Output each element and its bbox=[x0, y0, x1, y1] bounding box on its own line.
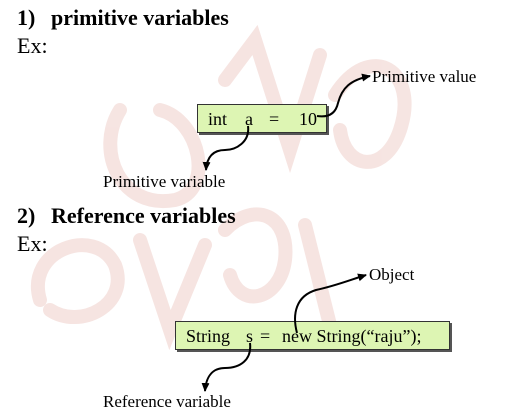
section-2-heading: 2) Reference variables bbox=[17, 205, 236, 227]
reference-variable-label: Reference variable bbox=[103, 392, 231, 411]
primitive-variable-label: Primitive variable bbox=[103, 172, 226, 191]
section-1-number: 1) bbox=[17, 5, 36, 30]
reference-code-box: String s = new String(“raju”); bbox=[175, 321, 450, 350]
reference-equals: = bbox=[260, 326, 271, 346]
reference-name: s bbox=[246, 326, 254, 346]
section-2-title: Reference variables bbox=[51, 203, 236, 228]
reference-variable-arrow bbox=[201, 342, 252, 392]
section-1-ex-label: Ex: bbox=[17, 33, 48, 58]
primitive-type: int bbox=[208, 109, 228, 129]
primitive-value-label: Primitive value bbox=[372, 67, 477, 86]
section-1-heading: 1) primitive variables bbox=[17, 7, 229, 29]
object-label: Object bbox=[369, 265, 415, 284]
primitive-name: a bbox=[245, 109, 253, 129]
reference-type: String bbox=[186, 326, 231, 346]
primitive-equals: = bbox=[269, 109, 280, 129]
primitive-code-box: int a = 10 bbox=[197, 104, 327, 133]
section-2-number: 2) bbox=[17, 203, 36, 228]
section-1-title: primitive variables bbox=[51, 5, 229, 30]
reference-expression: new String(“raju”); bbox=[282, 326, 422, 346]
primitive-value: 10 bbox=[299, 109, 317, 129]
section-2-ex-label: Ex: bbox=[17, 231, 48, 256]
